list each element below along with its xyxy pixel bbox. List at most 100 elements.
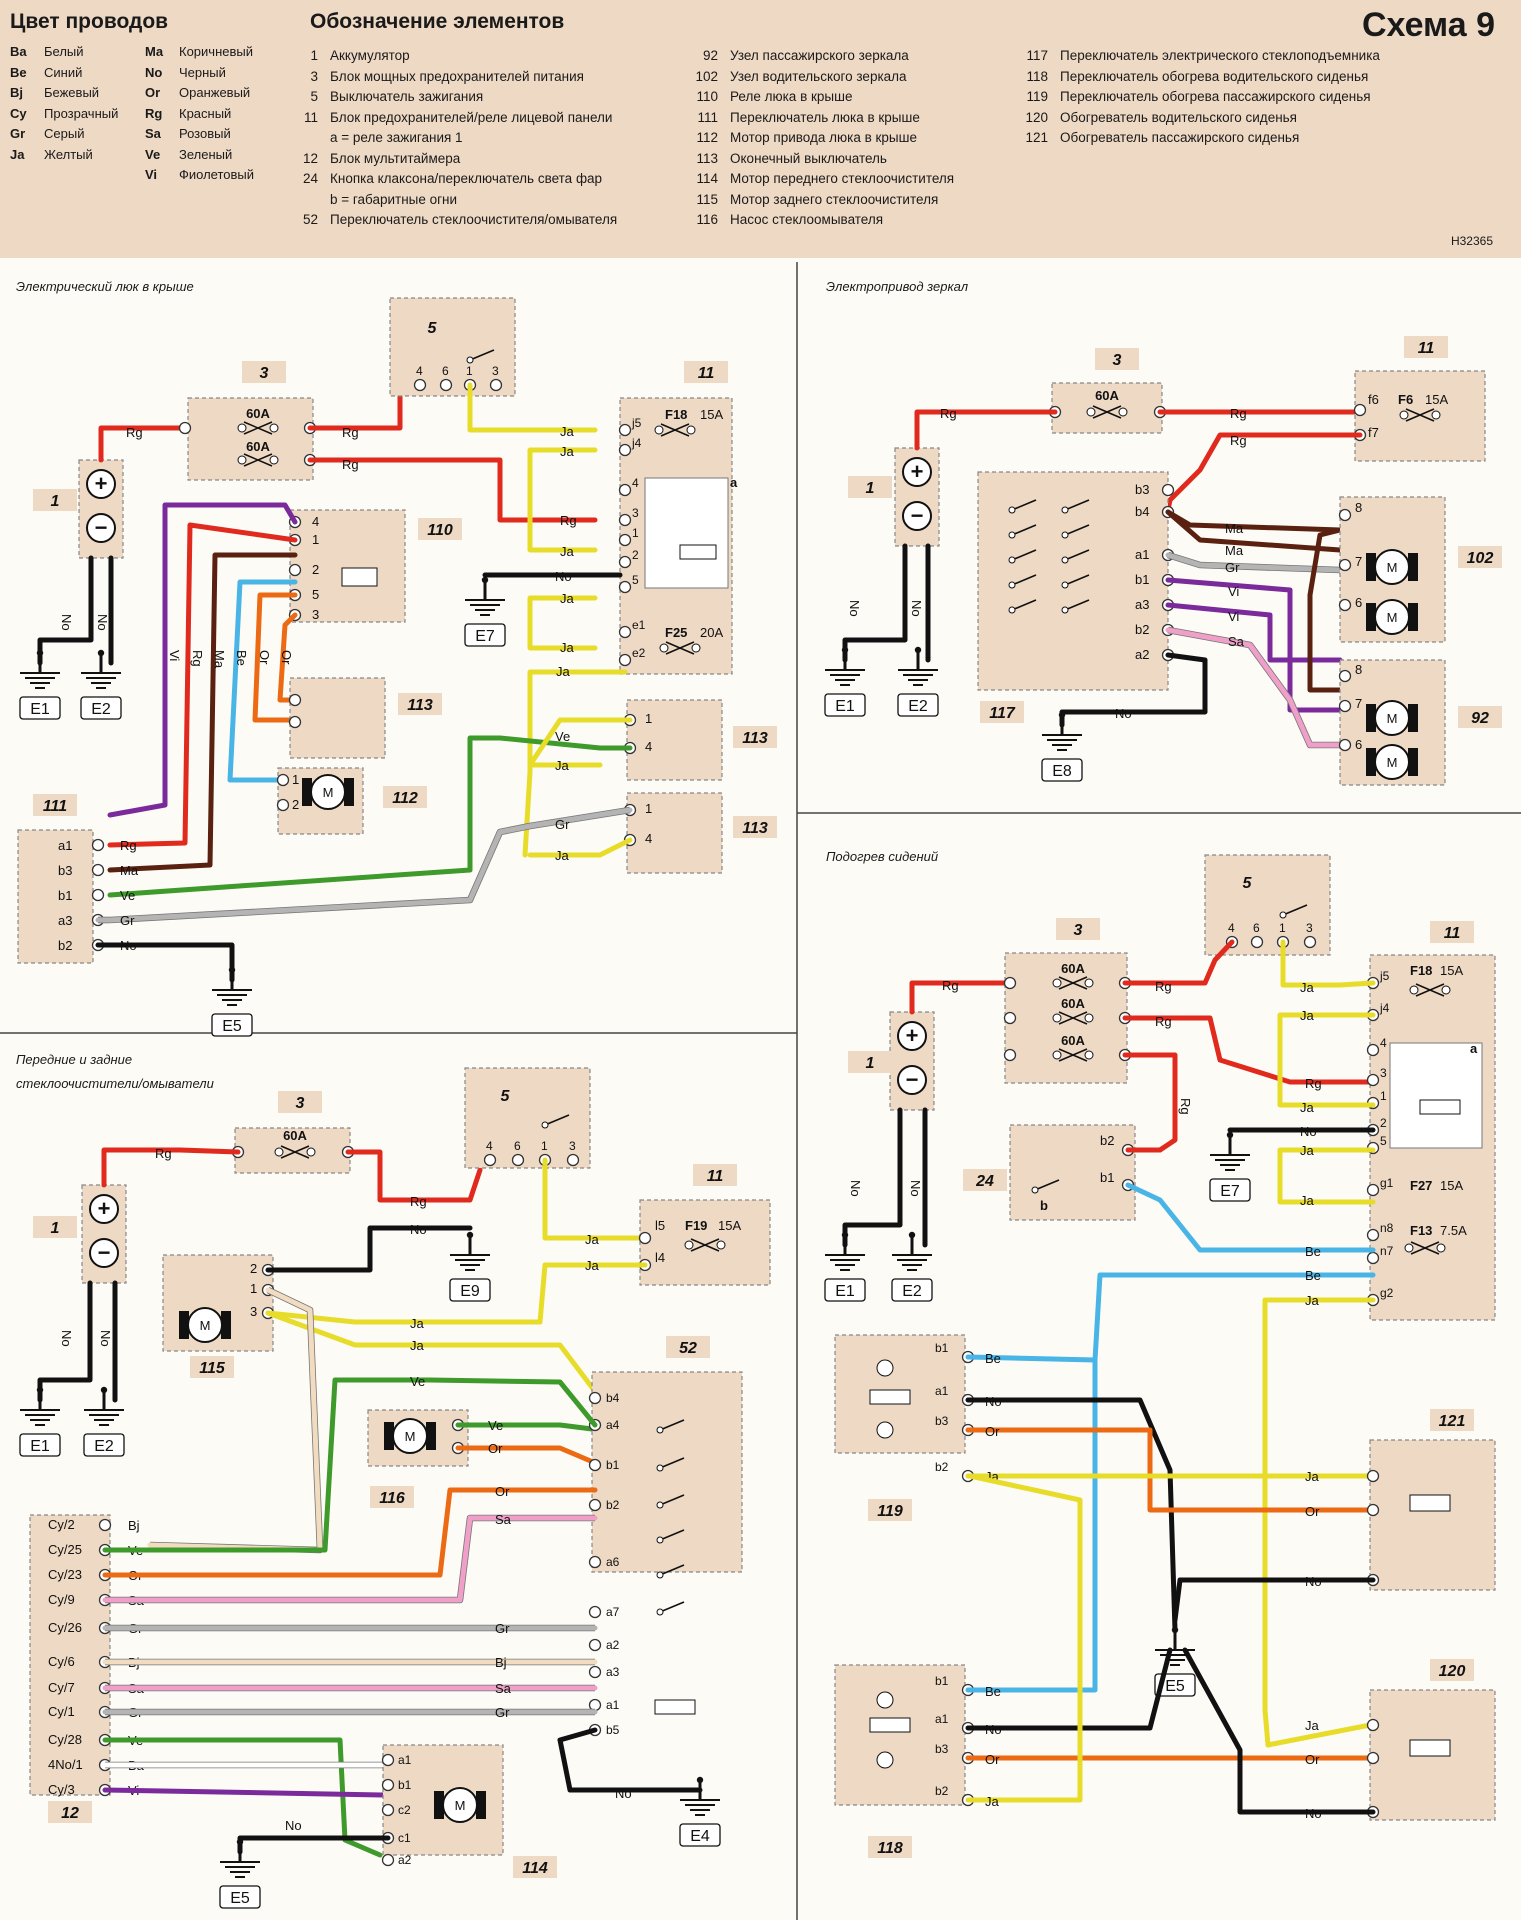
- junction-dot: [236, 1838, 244, 1846]
- resistor: [869, 1717, 911, 1733]
- fuse-symbol: [1415, 983, 1445, 997]
- ground-label: E4: [690, 1828, 710, 1845]
- battery-plus-sign: +: [911, 459, 924, 484]
- wire-label: Ja: [1305, 1718, 1320, 1733]
- element-number: 110: [696, 89, 718, 104]
- wire-label: No: [848, 1180, 863, 1197]
- ground-tag: [1209, 1178, 1251, 1202]
- junction-dot: [100, 1386, 108, 1394]
- fuse-symbol: [243, 421, 273, 435]
- battery-minus-sign: −: [98, 1240, 111, 1265]
- motor-cap: [476, 1791, 486, 1819]
- component-number-bg: [1430, 921, 1474, 943]
- wire-label: No: [410, 1222, 427, 1237]
- wire-label: Bj: [128, 1518, 140, 1533]
- fuse-end: [1052, 1050, 1062, 1060]
- ignition-switch-box-w: [464, 1067, 591, 1169]
- fuse-symbol: [1410, 1241, 1440, 1255]
- connector-pin: [618, 625, 632, 639]
- wire-color-code: No: [145, 64, 163, 80]
- wire-label: Rg: [560, 513, 577, 528]
- ground-label: E2: [94, 1438, 114, 1455]
- wire-label: No: [95, 614, 110, 631]
- wire-no-120: [1182, 1647, 1376, 1815]
- battery-plus-icon: [86, 469, 116, 499]
- battery-minus-icon: [902, 501, 932, 531]
- element-description: Мотор переднего стеклоочистителя: [730, 171, 955, 186]
- fuse-name: F27: [1410, 1178, 1432, 1193]
- wire-rg-m3: [1165, 432, 1363, 513]
- battery-minus-icon: [86, 513, 116, 543]
- fuse-end: [1118, 407, 1128, 417]
- wire-ma-117b: [1165, 509, 1343, 553]
- element-number: 102: [695, 68, 718, 84]
- fuse-end: [654, 425, 664, 435]
- wire-label: No: [59, 1330, 74, 1347]
- switch-contact: [1064, 549, 1090, 561]
- connector-pin: [439, 378, 453, 392]
- wire-color-name: Желтый: [44, 146, 93, 162]
- junction-dot: [36, 1386, 44, 1394]
- element-description: Мотор привода люка в крыше: [730, 130, 917, 145]
- pin-label: 2: [250, 1261, 257, 1276]
- switch-contact: [1011, 499, 1037, 511]
- fuse-symbol: [1405, 408, 1435, 422]
- connector-pin: [1338, 558, 1352, 572]
- fuse-symbol: [665, 641, 695, 655]
- wire-ja-loop-s2: [1277, 1147, 1376, 1205]
- wire-ma-relay: [107, 552, 298, 873]
- ground-label: E9: [460, 1283, 480, 1300]
- wire-color-code: Bj: [10, 85, 23, 100]
- pin-label: a7: [606, 1605, 620, 1619]
- wire-ve-timer: [102, 1377, 598, 1553]
- component-number-bg: [980, 701, 1024, 723]
- ground-label: E1: [835, 1283, 855, 1300]
- fuse-symbol: [280, 1145, 310, 1159]
- element-description: Переключатель электрического стеклоподъе…: [1060, 48, 1380, 63]
- element-description: Переключатель люка в крыше: [730, 109, 920, 125]
- connector-pin: [1366, 1228, 1380, 1242]
- component-number: 5: [428, 320, 438, 337]
- wire-label: Or: [985, 1424, 1000, 1439]
- wire-vi-117a: [1165, 577, 1343, 713]
- pin-label: 8: [1355, 500, 1362, 515]
- fuse-end: [684, 1240, 694, 1250]
- connector-pin: [1366, 1043, 1380, 1057]
- section-title-mirrors: Электропривод зеркал: [826, 279, 969, 294]
- connector-pin: [588, 1605, 602, 1619]
- pin-label: b1: [606, 1458, 620, 1472]
- switch-contact: [1282, 904, 1308, 916]
- switch-pivot: [1061, 556, 1069, 564]
- heater-element: [1409, 1739, 1451, 1757]
- fuse-rating: 20A: [700, 625, 723, 640]
- element-number: 92: [702, 48, 718, 63]
- element-description: Аккумулятор: [330, 48, 410, 63]
- wire-label: Ja: [410, 1316, 425, 1331]
- ground-label: E7: [1220, 1183, 1240, 1200]
- fuse-end: [1084, 1013, 1094, 1023]
- element-number: 3: [310, 68, 318, 84]
- fuse-symbol: [1092, 405, 1122, 419]
- ground-tag: [449, 1278, 491, 1302]
- connector-pin: [1366, 1251, 1380, 1265]
- wire-color-code: Vi: [145, 167, 158, 182]
- wire-ve-116: [455, 1422, 603, 1433]
- ground-tag: [464, 623, 506, 647]
- switch-pivot: [656, 1426, 664, 1434]
- pin-label: 3: [569, 1139, 576, 1153]
- wire-label: Ja: [1300, 1100, 1315, 1115]
- motor-icon: [310, 774, 346, 810]
- wire-label: Or: [279, 650, 294, 665]
- wire-label: No: [985, 1394, 1002, 1409]
- drawing-code: H32365: [1450, 234, 1493, 248]
- pin-label: b2: [935, 1460, 949, 1474]
- pin-label: b3: [935, 1414, 949, 1428]
- motor-icon: [1374, 700, 1410, 736]
- wire-label: Ja: [1300, 980, 1315, 995]
